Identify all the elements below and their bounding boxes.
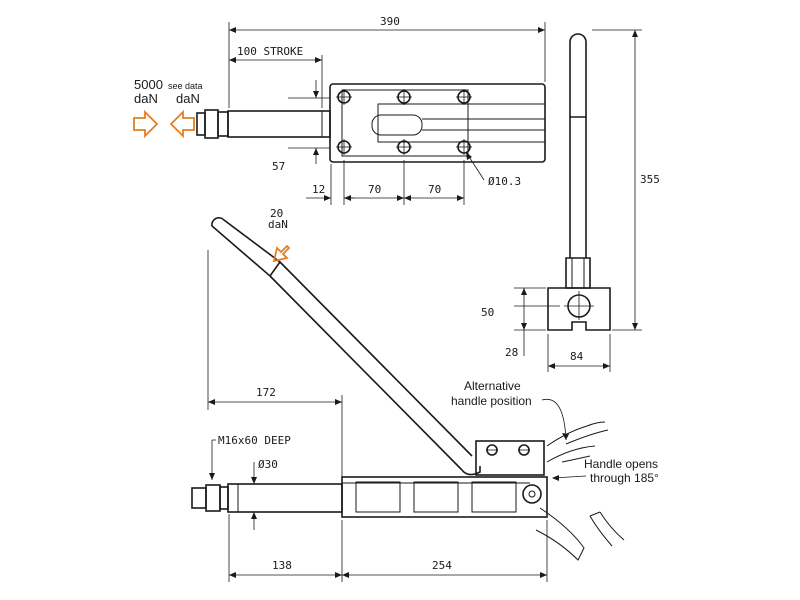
push-arrow-right-icon <box>133 109 159 139</box>
dim-stroke: 100 STROKE <box>237 45 303 58</box>
side-nut-end <box>191 487 207 509</box>
dim-gap-12: 12 <box>312 183 325 196</box>
force-handle-value: 20 <box>270 207 283 220</box>
plan-nut <box>204 109 219 139</box>
hinge-block <box>475 440 545 476</box>
force-unit-left: daN <box>134 91 158 106</box>
dim-block-height: 50 <box>481 306 494 319</box>
note-alt-line2: handle position <box>451 394 532 408</box>
force-push-value: 5000 <box>134 77 163 92</box>
plan-nut-inner <box>217 111 229 137</box>
dim-shaft-dia: Ø30 <box>258 458 278 471</box>
force-handle-unit: daN <box>268 218 288 231</box>
dim-offset-57: 57 <box>272 160 285 173</box>
dim-handle-reach: 172 <box>256 386 276 399</box>
plan-nut-outer <box>196 112 206 136</box>
dim-slot-depth: 28 <box>505 346 518 359</box>
dim-handle-height: 355 <box>640 173 660 186</box>
plan-body <box>329 83 546 163</box>
dim-overall-length: 390 <box>380 15 400 28</box>
dim-thread: M16x60 DEEP <box>218 434 291 447</box>
force-unit-right: daN <box>176 91 200 106</box>
dim-rod-length: 138 <box>272 559 292 572</box>
note-opens-line1: Handle opens <box>584 457 658 471</box>
side-view: 20 daN <box>191 207 659 582</box>
force-push-note: see data <box>168 81 203 91</box>
plan-bolt-holes <box>336 89 472 155</box>
dim-body-length: 254 <box>432 559 452 572</box>
dim-block-width: 84 <box>570 350 584 363</box>
side-handle-grip <box>211 216 282 278</box>
dim-hole-dia: Ø10.3 <box>488 175 521 188</box>
plan-rod <box>227 110 331 138</box>
dim-pitch-a: 70 <box>368 183 381 196</box>
pull-arrow-left-icon <box>169 109 195 139</box>
note-opens-line2: through 185° <box>590 471 659 485</box>
side-nut <box>205 484 221 512</box>
end-block <box>547 287 611 331</box>
note-alt-line1: Alternative <box>464 379 521 393</box>
handle-force-arrow-icon <box>272 244 291 263</box>
end-view: 355 50 28 84 <box>481 29 660 372</box>
plan-view: 390 100 STROKE 57 12 70 70 Ø10.3 5000 se… <box>133 15 546 205</box>
dim-pitch-b: 70 <box>428 183 441 196</box>
side-rod <box>227 483 343 513</box>
end-handle-grip <box>569 33 587 118</box>
